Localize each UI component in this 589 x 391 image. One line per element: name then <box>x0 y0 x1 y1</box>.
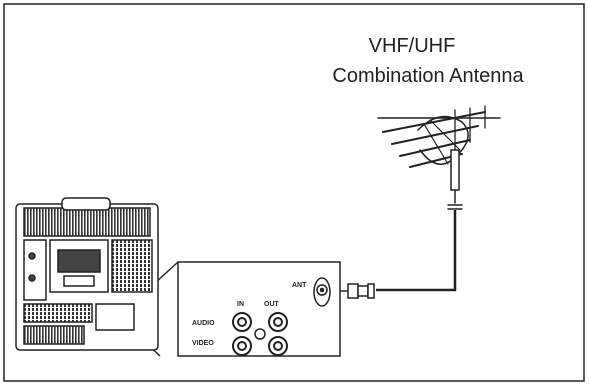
antenna-cable <box>376 210 457 292</box>
audio-in-jack <box>232 312 252 332</box>
center-screw <box>254 328 266 340</box>
tv-set <box>15 197 159 351</box>
in-label: IN <box>237 301 244 308</box>
audio-label: AUDIO <box>192 320 215 327</box>
out-label: OUT <box>264 301 280 308</box>
antenna-title-line1: VHF/UHF <box>369 35 456 57</box>
antenna <box>377 105 501 210</box>
rear-panel <box>177 261 341 357</box>
video-in-jack <box>232 336 252 356</box>
video-out-jack <box>268 336 288 356</box>
audio-out-jack <box>268 312 288 332</box>
ant-label: ANT <box>292 282 307 289</box>
ant-input-jack <box>313 277 331 307</box>
antenna-title-line2: Combination Antenna <box>332 65 524 87</box>
video-label: VIDEO <box>192 340 214 347</box>
